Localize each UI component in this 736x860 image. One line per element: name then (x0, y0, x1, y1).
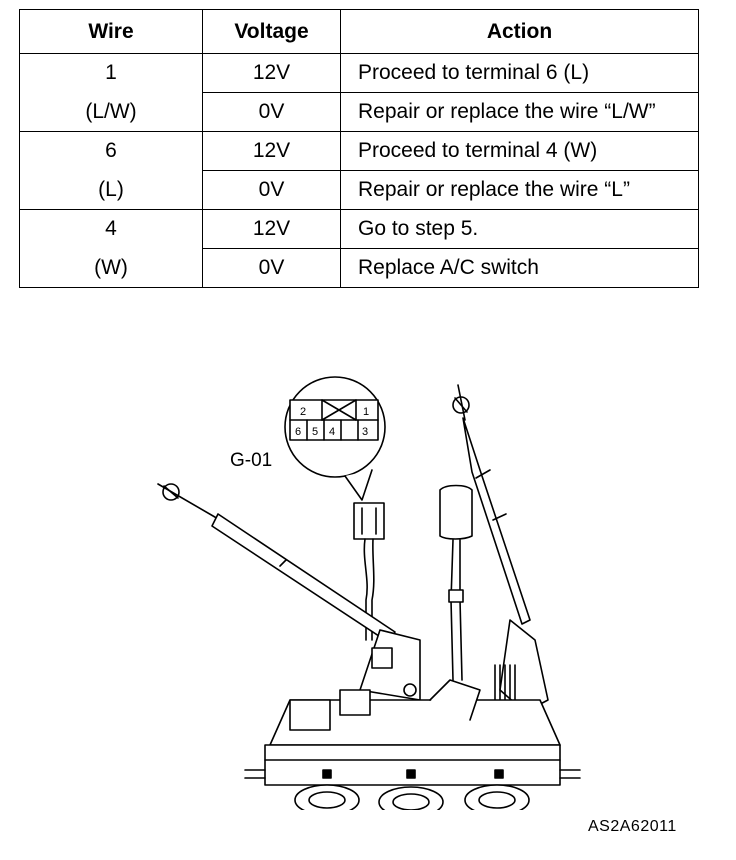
wire-cell: (W) (19, 248, 203, 288)
table-row: (W) 0V Replace A/C switch (19, 248, 699, 288)
pin-label: 1 (363, 406, 369, 418)
right-harness (439, 484, 473, 681)
voltage-cell: 12V (202, 53, 341, 93)
wire-cell: (L) (19, 170, 203, 210)
table-row: 4 12V Go to step 5. (19, 209, 699, 249)
voltage-cell: 12V (202, 209, 341, 249)
header-voltage: Voltage (202, 9, 341, 54)
header-wire: Wire (19, 9, 203, 54)
voltage-cell: 0V (202, 170, 341, 210)
voltage-cell: 12V (202, 131, 341, 171)
ac-switch-assembly-illustration: 2 1 6 5 4 3 (157, 376, 581, 810)
control-base-housing (244, 679, 581, 810)
action-cell: Replace A/C switch (340, 248, 699, 288)
wire-cell: 4 (19, 209, 203, 249)
pin-label: 4 (329, 426, 335, 438)
connector-label: G-01 (230, 450, 273, 471)
left-control-cable (157, 483, 421, 701)
wire-cell: 1 (19, 53, 203, 93)
g01-connector (353, 502, 385, 641)
pin-label: 3 (362, 426, 368, 438)
pin-label: 5 (312, 426, 318, 438)
table-row: 6 12V Proceed to terminal 4 (W) (19, 131, 699, 171)
action-cell: Go to step 5. (340, 209, 699, 249)
voltage-cell: 0V (202, 248, 341, 288)
coil-spring (494, 664, 516, 706)
action-cell: Repair or replace the wire “L” (340, 170, 699, 210)
table-header-row: Wire Voltage Action (19, 9, 699, 54)
action-cell: Repair or replace the wire “L/W” (340, 92, 699, 132)
wire-cell: (L/W) (19, 92, 203, 132)
connector-callout: 2 1 6 5 4 3 (284, 376, 386, 501)
wire-voltage-table: Wire Voltage Action 1 12V Proceed to ter… (19, 9, 699, 288)
table-row: (L) 0V Repair or replace the wire “L” (19, 170, 699, 210)
voltage-cell: 0V (202, 92, 341, 132)
wire-cell: 6 (19, 131, 203, 171)
action-cell: Proceed to terminal 4 (W) (340, 131, 699, 171)
right-control-cable (452, 384, 549, 713)
action-cell: Proceed to terminal 6 (L) (340, 53, 699, 93)
table-row: (L/W) 0V Repair or replace the wire “L/W… (19, 92, 699, 132)
table-row: 1 12V Proceed to terminal 6 (L) (19, 53, 699, 93)
pin-label: 2 (300, 406, 306, 418)
figure-code: AS2A62011 (588, 818, 677, 835)
header-action: Action (340, 9, 699, 54)
pin-label: 6 (295, 426, 301, 438)
